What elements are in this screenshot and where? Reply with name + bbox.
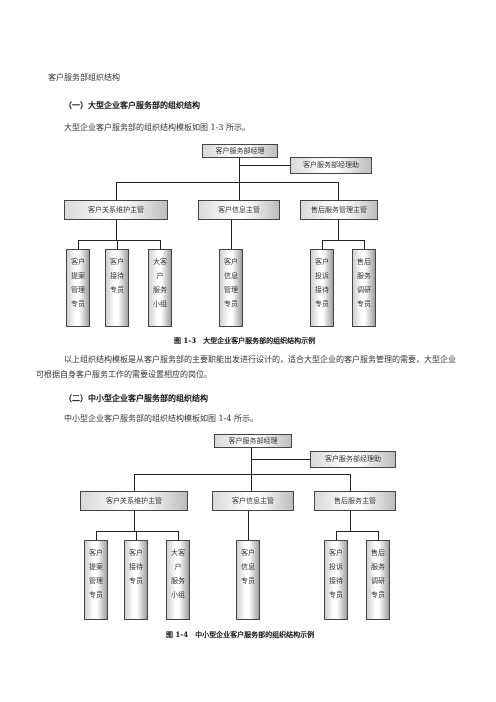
- chart2-connector: [248, 511, 249, 540]
- chart2-connector: [350, 511, 351, 531]
- chart2-leaf-box: 大客户服务小组: [166, 540, 190, 620]
- chart1-connector: [78, 240, 160, 241]
- section2-intro: 中小型企业客户服务部的组织结构模板如图 1-4 所示。: [64, 414, 258, 423]
- page-header: 客户服务部组织结构: [48, 73, 120, 82]
- chart1-leaf-box: 客户投诉接待专员: [310, 249, 334, 327]
- chart1-connector: [338, 182, 339, 200]
- chart1-leaf-box: 大客户服务小组: [148, 249, 172, 327]
- chart2-leaf-box: 客户信息专员: [236, 540, 260, 620]
- chart1-connector: [231, 220, 232, 249]
- chart2-connector: [134, 511, 135, 531]
- chart1-leaf-box: 客户提案管理专员: [66, 249, 90, 327]
- chart1-connector: [239, 158, 240, 182]
- chart2-leaf-box: 售后服务调研专员: [366, 540, 390, 620]
- chart1-connector: [116, 182, 117, 200]
- chart1-connector: [364, 240, 365, 249]
- section2-heading: （二）中小型企业客户服务部的组织结构: [64, 393, 208, 403]
- chart2-connector: [134, 474, 135, 491]
- chart2-connector: [336, 531, 337, 540]
- chart2-leaf-box: 客户提案管理专员: [84, 540, 108, 620]
- chart2-connector: [251, 474, 252, 491]
- chart1-connector: [117, 240, 118, 249]
- section1-heading: （一）大型企业客户服务部的组织结构: [64, 100, 200, 110]
- chart2-connector: [178, 531, 179, 540]
- chart2-connector: [251, 448, 252, 474]
- chart2-connector: [96, 531, 97, 540]
- section1-intro: 大型企业客户服务部的组织结构模板如图 1-3 所示。: [64, 123, 250, 132]
- chart2-mid-box: 客户信息主管: [212, 491, 294, 511]
- chart2-connector: [336, 531, 378, 532]
- chart1-connector: [239, 182, 240, 200]
- chart1-connector: [116, 182, 339, 183]
- chart1-mid-box: 客户信息主管: [198, 200, 280, 220]
- chart1-top-box: 客户服务部经理: [202, 144, 278, 158]
- chart2-leaf-box: 客户接待专员: [124, 540, 148, 620]
- chart1-mid-box: 售后服务管理主管: [300, 200, 378, 220]
- chart2-leaf-box: 客户投诉接待专员: [324, 540, 348, 620]
- chart1-connector: [338, 220, 339, 240]
- chart1-connector: [116, 220, 117, 240]
- chart2-connector: [350, 474, 351, 491]
- chart1-connector: [160, 240, 161, 249]
- chart2-mid-box: 售后服务主管: [314, 491, 396, 511]
- chart1-connector: [322, 240, 323, 249]
- figure-caption: 图 1-3 大型企业客户服务部的组织结构示例: [174, 336, 316, 345]
- chart1-connector: [78, 240, 79, 249]
- chart2-connector: [134, 474, 350, 475]
- chart1-mid-box: 客户关系维护主管: [64, 200, 168, 220]
- chart2-connector: [378, 531, 379, 540]
- chart2-top-box: 客户服务部经理: [214, 434, 292, 448]
- chart1-leaf-box: 客户接待专员: [105, 249, 129, 327]
- figure-caption: 图 1-4 中小型企业客户服务部的组织结构示例: [166, 630, 315, 639]
- chart1-connector: [322, 240, 364, 241]
- chart2-connector: [136, 531, 137, 540]
- chart2-connector: [251, 459, 310, 460]
- body-paragraph: 以上组织结构模板是从客户服务部的主要职能出发进行设计的，适合大型企业的客户服务管…: [36, 355, 456, 379]
- chart1-connector: [239, 165, 290, 166]
- chart1-assistant-box: 客户服务部经理助: [290, 157, 372, 174]
- chart1-leaf-box: 客户信息管理专员: [219, 249, 243, 327]
- chart2-assistant-box: 客户服务部经理助: [310, 451, 396, 468]
- chart2-connector: [96, 531, 178, 532]
- chart1-leaf-box: 售后服务调研专员: [352, 249, 376, 327]
- chart2-mid-box: 客户关系维护主管: [80, 491, 188, 511]
